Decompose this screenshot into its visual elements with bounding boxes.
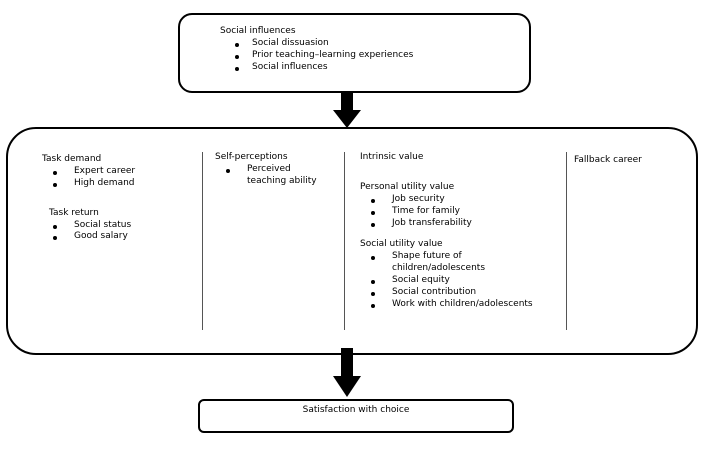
column-divider [566, 152, 567, 330]
column-divider [344, 152, 345, 330]
task-demand-list: Expert career High demand [52, 165, 136, 190]
fallback-column: Fallback career [574, 155, 642, 167]
self-perceptions-column: Self-perceptions Perceived teaching abil… [215, 152, 335, 188]
arrow-down-icon [333, 348, 361, 397]
factors-box: Task demand Expert career High demand Ta… [6, 127, 698, 355]
list-item: Good salary [52, 231, 135, 243]
list-item: Prior teaching–learning experiences [235, 50, 529, 62]
list-item: High demand [52, 177, 135, 188]
social-utility-list: Shape future of children/adolescents Soc… [371, 251, 560, 311]
list-item: Social influences [235, 62, 529, 74]
intrinsic-value-title: Intrinsic value [360, 152, 424, 162]
task-demand-title: Task demand [42, 154, 102, 164]
fallback-career-title: Fallback career [574, 155, 642, 165]
list-item: Social contribution [371, 287, 560, 299]
satisfaction-label: Satisfaction with choice [302, 405, 410, 415]
list-item: Social status [52, 220, 135, 232]
list-item: Time for family [371, 206, 560, 218]
task-return-list: Social status Good salary [52, 220, 135, 244]
task-column: Task demand Expert career High demand Ta… [42, 154, 135, 243]
social-influences-box: Social influences Social dissuasion Prio… [178, 13, 531, 93]
self-perceptions-title: Self-perceptions [215, 152, 288, 162]
value-column: Intrinsic value Personal utility value J… [360, 152, 560, 311]
list-item: Expert career [52, 165, 136, 176]
satisfaction-box: Satisfaction with choice [198, 399, 514, 433]
self-perceptions-list: Perceived teaching ability [226, 164, 335, 188]
list-item: Job security [371, 194, 560, 206]
list-item: Shape future of children/adolescents [371, 251, 502, 275]
list-item: Job transferability [371, 218, 560, 230]
social-utility-title: Social utility value [360, 239, 443, 250]
list-item: Perceived teaching ability [226, 164, 327, 188]
personal-utility-title: Personal utility value [360, 181, 455, 192]
social-influences-title: Social influences [220, 26, 296, 36]
task-return-title: Task return [49, 207, 99, 218]
list-item: Social equity [371, 275, 560, 287]
personal-utility-list: Job security Time for family Job transfe… [371, 194, 560, 230]
social-influences-list: Social dissuasion Prior teaching–learnin… [235, 38, 529, 74]
arrow-down-icon [333, 92, 361, 128]
list-item: Work with children/adolescents [371, 299, 560, 311]
list-item: Social dissuasion [235, 38, 529, 50]
column-divider [202, 152, 203, 330]
